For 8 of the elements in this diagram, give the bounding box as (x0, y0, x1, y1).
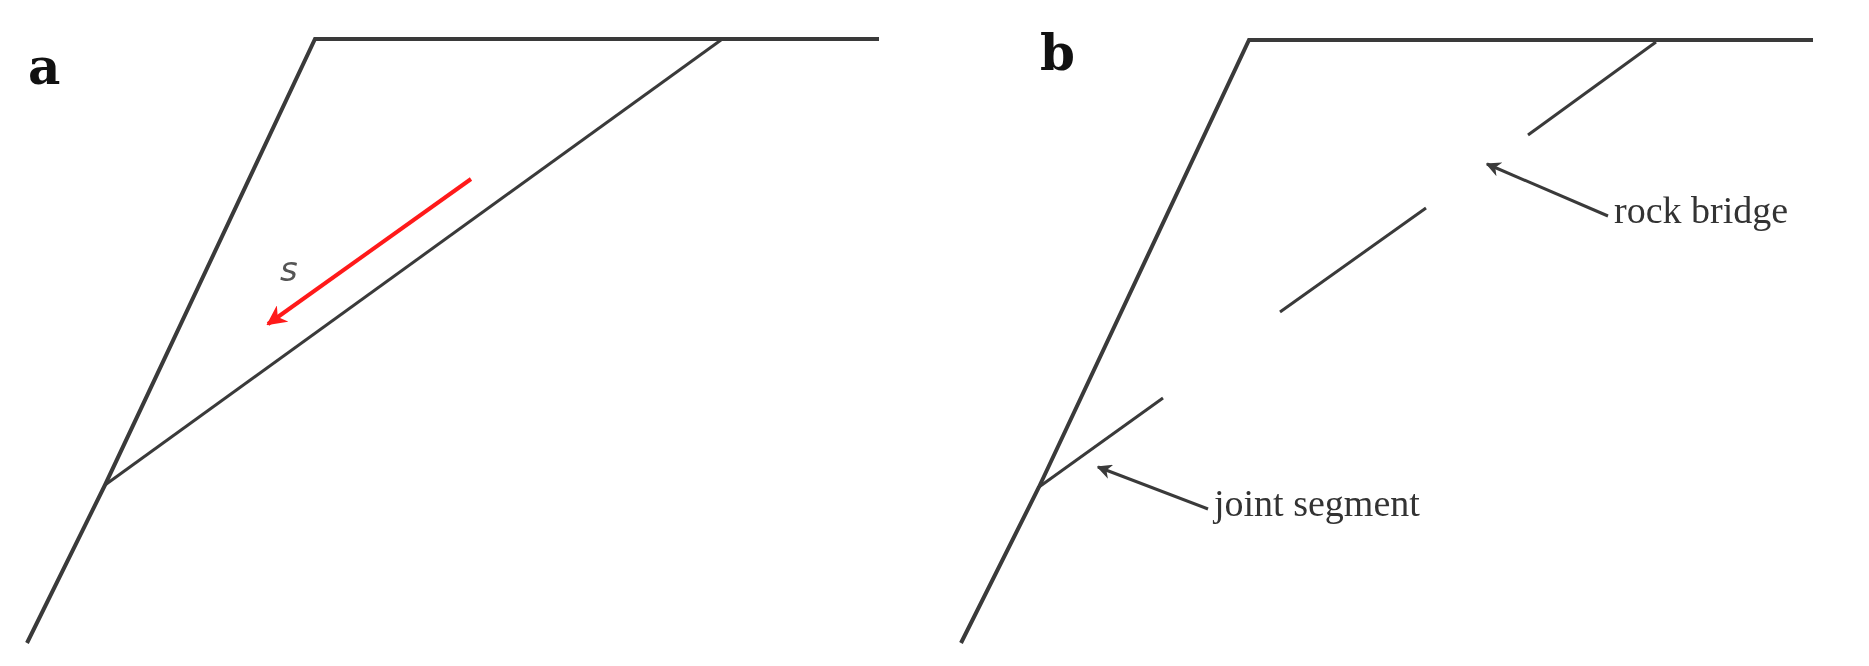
direction-symbol: s (280, 252, 298, 286)
joint-line (1038, 396, 1164, 489)
panel-label: b (1040, 28, 1075, 78)
panel-label: a (28, 42, 61, 92)
leader-line (1485, 162, 1609, 218)
callout-label: joint segment (1214, 484, 1420, 523)
callout-label: rock bridge (1614, 191, 1789, 230)
leader-line (1096, 464, 1209, 511)
